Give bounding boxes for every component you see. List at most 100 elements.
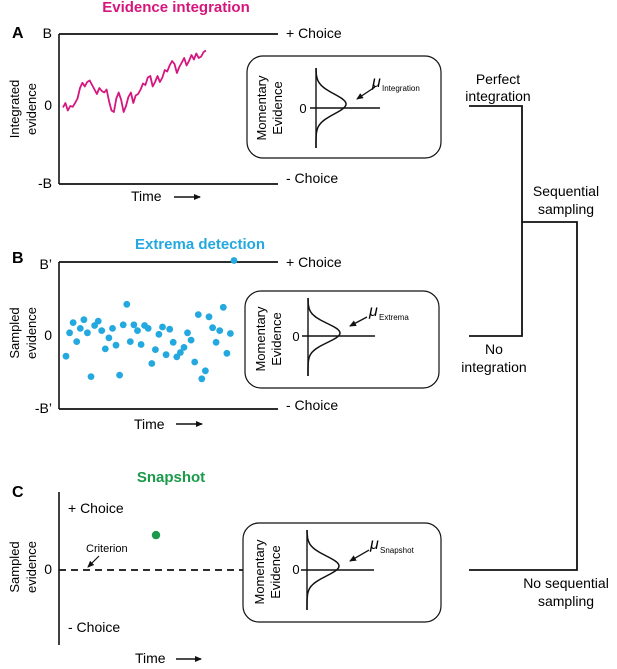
panel-b-sample-point	[223, 349, 231, 357]
panel-a-inset: Momentary Evidence 0 μ Integration	[246, 55, 442, 159]
panel-c-ylabel-line2: evidence	[24, 541, 39, 593]
panel-a-inset-ylabel-line2: Evidence	[270, 81, 285, 134]
panel-c-inset: Momentary Evidence 0 μ Snapshot	[242, 522, 442, 623]
panel-b-sample-point	[123, 300, 131, 308]
panel-b-upper-choice: + Choice	[286, 254, 342, 270]
panel-a-lower-bound-label: -B	[38, 175, 52, 191]
panel-c: C Snapshot Sampled evidence 0 + Choice -…	[7, 469, 442, 666]
tree-perfect-line1: Perfect	[476, 71, 520, 87]
tree-no-integration-line2: integration	[461, 359, 526, 375]
panel-c-inset-box	[242, 522, 442, 623]
panel-b-sample-point	[126, 338, 134, 345]
panel-c-criterion-label: Criterion	[86, 543, 128, 555]
panel-c-inset-mu-subscript: Snapshot	[380, 546, 415, 555]
panel-b-inset-mu-arrow	[349, 316, 368, 327]
panel-b-sample-point	[112, 341, 120, 349]
panel-a-inset-mu-arrow	[356, 86, 376, 100]
panel-b-ylabel-line2: evidence	[24, 307, 39, 359]
panel-b-upper-bound-label: B’	[40, 256, 52, 272]
panel-a-inset-mu-subscript: Integration	[382, 84, 420, 93]
panel-b-sample-point	[155, 330, 163, 338]
model-tree: Perfect integration No integration Seque…	[461, 71, 609, 609]
panel-b-lower-bound-label: -B’	[35, 400, 52, 416]
panel-b-inset-box	[244, 290, 440, 389]
panel-b-sample-point	[66, 329, 73, 337]
panel-a-lower-choice: - Choice	[286, 170, 338, 186]
panel-b-sample-point	[162, 351, 170, 359]
panel-b-sample-point	[98, 327, 106, 334]
panel-b-sample-point	[148, 360, 156, 367]
panel-b-sample-point	[212, 338, 220, 346]
panel-b-sample-point	[209, 324, 217, 332]
panel-c-ylabel-line1: Sampled	[7, 541, 22, 592]
panel-b-sample-point	[62, 352, 70, 360]
panel-c-inset-ylabel-line1: Momentary	[252, 539, 267, 605]
tree-sampling-bracket	[469, 221, 578, 571]
panel-c-letter: C	[12, 484, 24, 501]
tree-sequential-line2: sampling	[538, 201, 594, 217]
panel-b-sample-point	[202, 367, 209, 375]
panel-c-inset-ylabel-line2: Evidence	[268, 545, 283, 598]
panel-b-inset-ylabel-line2: Evidence	[269, 312, 284, 365]
panel-b-sample-point	[76, 325, 84, 332]
panel-c-xlabel: Time	[135, 650, 166, 666]
panel-b-samples	[62, 257, 238, 383]
panel-b-title: Extrema detection	[135, 236, 265, 253]
panel-a-evidence-trace	[62, 49, 207, 113]
panel-a-xlabel: Time	[131, 188, 162, 204]
panel-c-inset-mu-arrow	[349, 549, 370, 562]
panel-b-sample-point	[73, 338, 81, 345]
panel-c-inset-zero-label: 0	[292, 562, 299, 577]
panel-b-sample-point	[130, 321, 138, 329]
panel-a-ylabel-line1: Integrated	[7, 80, 22, 139]
panel-c-lower-choice: - Choice	[68, 619, 120, 635]
panel-c-criterion-arrow	[87, 555, 100, 568]
panel-b-sample-point	[194, 311, 202, 318]
panel-b-inset-mu-symbol: μ	[368, 303, 378, 320]
tree-sequential-line1: Sequential	[533, 183, 599, 199]
panel-b-xlabel: Time	[134, 416, 165, 432]
tree-perfect-line2: integration	[465, 88, 530, 104]
panel-b-sample-point	[109, 325, 116, 332]
panel-b-sample-point	[159, 323, 166, 331]
panel-b-sample-point	[227, 330, 234, 337]
panel-b-sample-point	[69, 319, 77, 326]
panel-b-sample-point	[87, 373, 95, 380]
panel-b-letter: B	[12, 250, 24, 267]
panel-a-letter: A	[12, 25, 24, 42]
panel-b-sample-point	[101, 345, 109, 353]
panel-b-sample-point	[169, 338, 177, 346]
panel-b-inset-mu-subscript: Extrema	[379, 313, 409, 322]
panel-b-sample-point	[216, 327, 224, 334]
panel-a: A Evidence integration Integrated eviden…	[7, 0, 442, 204]
panel-b-sample-point	[144, 325, 152, 332]
panel-b-sample-point	[134, 327, 141, 334]
panel-a-inset-zero-label: 0	[299, 101, 306, 116]
panel-b-sample-point	[219, 303, 227, 311]
panel-b-sample-point	[137, 341, 145, 348]
panel-c-inset-mu-symbol: μ	[369, 536, 379, 553]
panel-b-inset-zero-label: 0	[292, 329, 299, 344]
panel-b-sample-point	[94, 317, 102, 325]
panel-b-lower-choice: - Choice	[286, 397, 338, 413]
panel-b-sample-point	[80, 316, 88, 324]
tree-no-sequential-line2: sampling	[538, 593, 594, 609]
panel-a-inset-ylabel-line1: Momentary	[254, 75, 269, 141]
panel-b-inset-distribution-curve	[307, 297, 341, 376]
tree-integration-bracket	[469, 105, 523, 337]
panel-a-inset-mu-symbol: μ	[371, 74, 381, 91]
panel-b: B Extrema detection Sampled evidence B’ …	[7, 236, 440, 432]
panel-b-sample-point	[187, 336, 195, 344]
panel-b-sample-point	[205, 313, 213, 321]
tree-no-integration-line1: No	[485, 341, 503, 357]
panel-b-sample-point	[198, 375, 206, 383]
panel-a-title: Evidence integration	[102, 0, 250, 16]
panel-b-sample-point	[230, 257, 238, 264]
panel-b-sample-point	[184, 329, 191, 337]
panel-b-zero-label: 0	[44, 327, 52, 343]
panel-b-sample-point	[119, 321, 127, 329]
panel-b-sample-point	[105, 334, 113, 342]
panel-b-sample-point	[116, 371, 123, 379]
panel-a-upper-choice: + Choice	[286, 25, 342, 41]
